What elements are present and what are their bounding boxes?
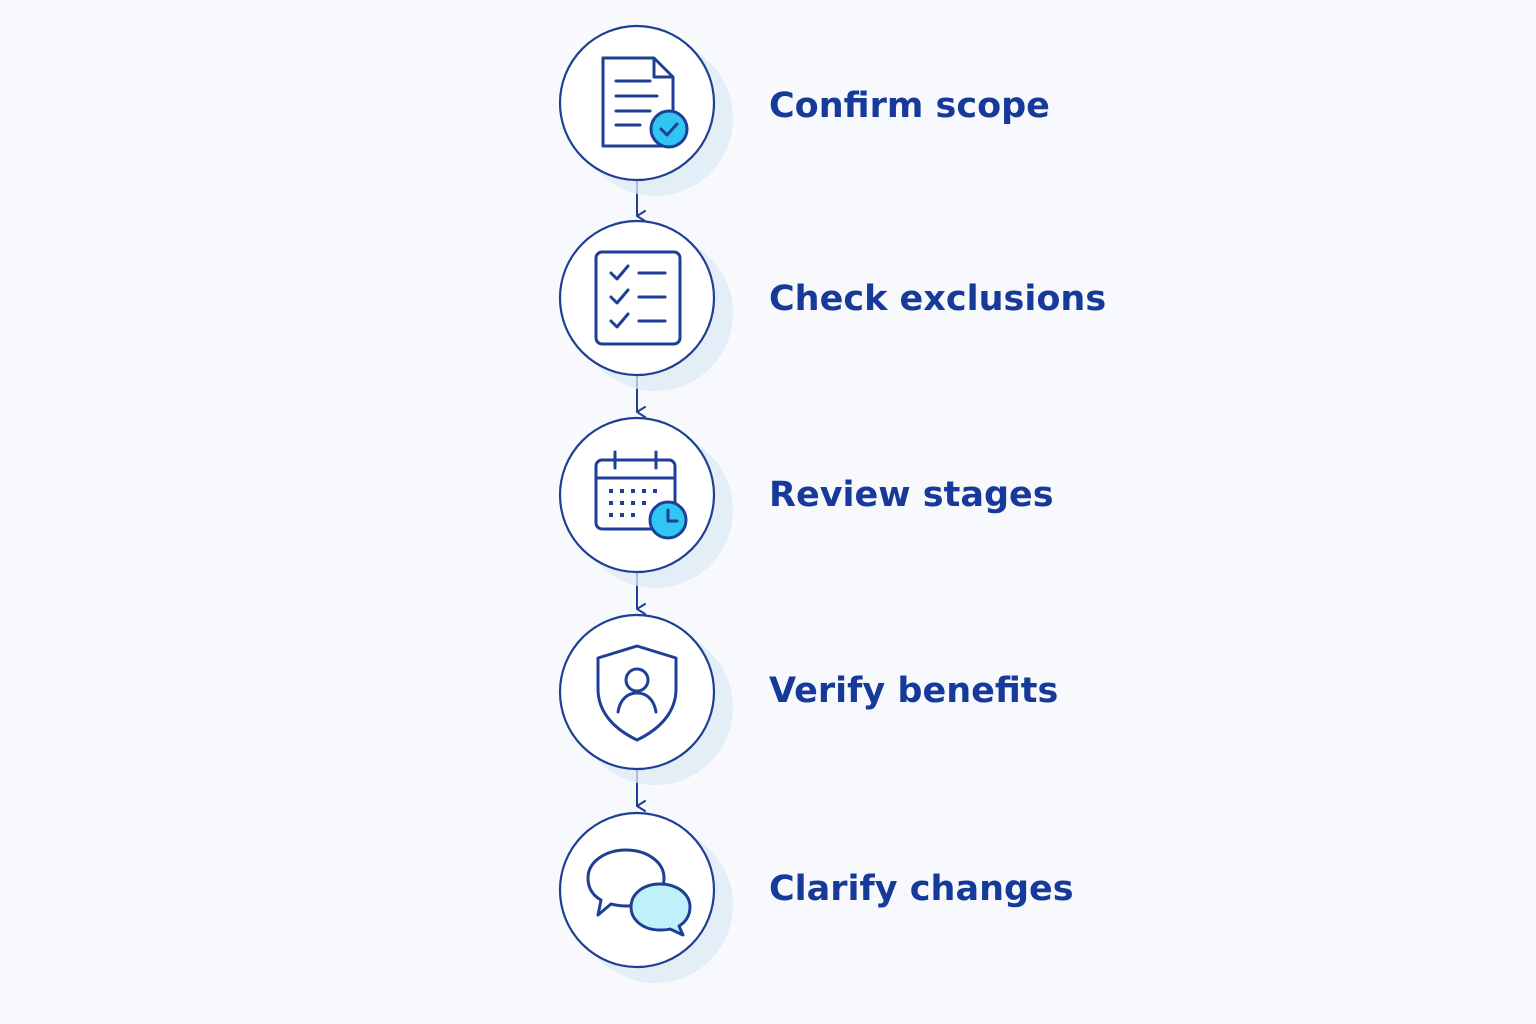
calendar-clock-icon xyxy=(594,450,688,540)
chat-bubbles-icon xyxy=(586,848,692,937)
step-2: Check exclusions xyxy=(558,219,1106,391)
step-2-label: Check exclusions xyxy=(769,279,1106,319)
step-5-label: Clarify changes xyxy=(769,869,1074,909)
step-3: Review stages xyxy=(558,416,1054,588)
step-5: Clarify changes xyxy=(558,811,1074,983)
step-2-circle xyxy=(558,219,716,377)
step-1: Confirm scope xyxy=(558,24,1050,196)
checklist-icon xyxy=(594,250,682,346)
step-4: Verify benefits xyxy=(558,613,1058,785)
step-1-circle xyxy=(558,24,716,182)
step-4-label: Verify benefits xyxy=(769,671,1058,711)
step-3-label: Review stages xyxy=(769,475,1054,515)
shield-user-icon xyxy=(596,644,678,742)
step-3-circle xyxy=(558,416,716,574)
step-1-label: Confirm scope xyxy=(769,86,1050,126)
document-check-icon xyxy=(601,56,689,149)
